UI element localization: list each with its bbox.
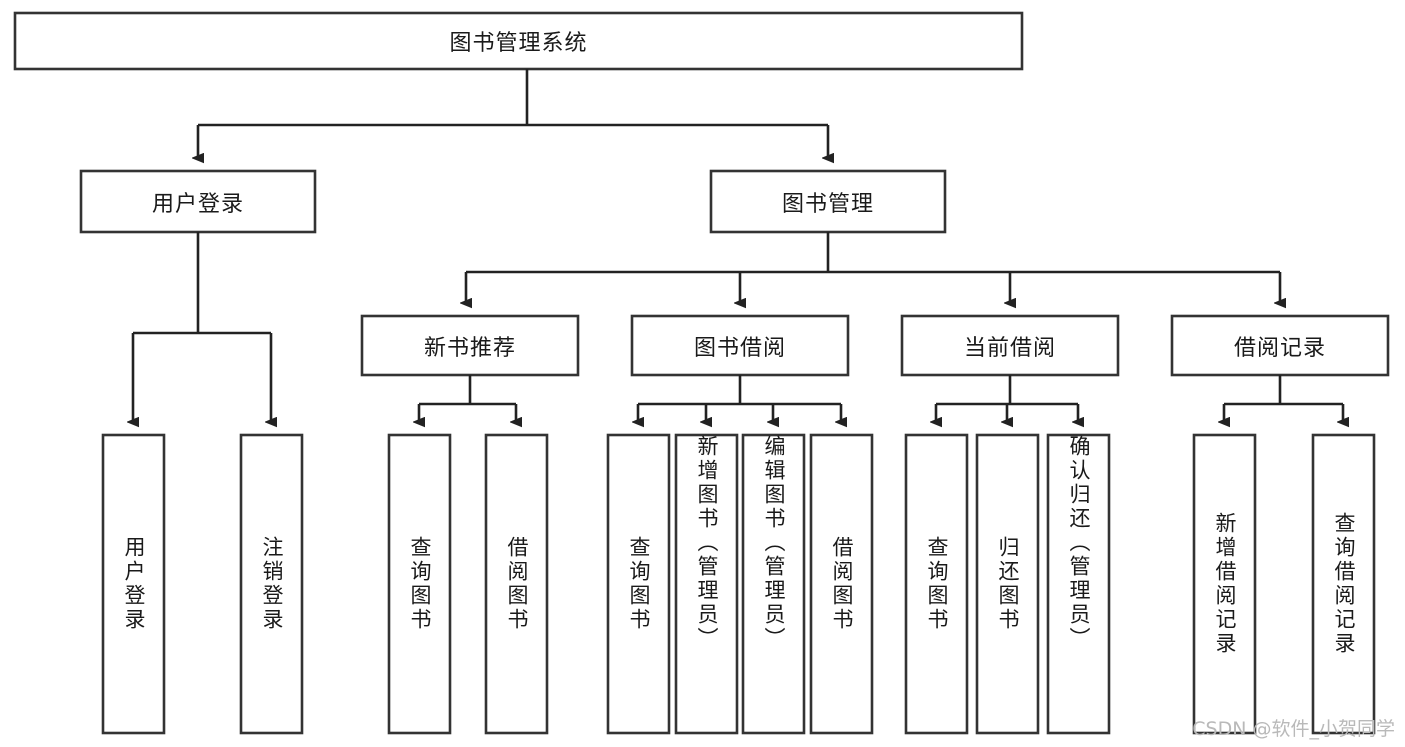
node-box-leaf-4[interactable]: [484, 433, 549, 735]
node-box-current[interactable]: [900, 314, 1120, 377]
node-box-leaf-2[interactable]: [239, 433, 304, 735]
node-box-leaf-6[interactable]: [674, 433, 739, 735]
node-box-leaf-5[interactable]: [606, 433, 671, 735]
node-box-newbook[interactable]: [360, 314, 580, 377]
connector-bookmgmt-to-level3: [466, 232, 1280, 303]
node-box-leaf-7[interactable]: [741, 433, 806, 735]
node-box-leaf-8[interactable]: [809, 433, 874, 735]
connector-current-to-leaves: [936, 375, 1078, 422]
node-box-leaf-11[interactable]: [1046, 433, 1111, 735]
connector-borrow-to-leaves: [638, 375, 841, 422]
node-box-bookmgmt[interactable]: [709, 169, 947, 234]
connector-login-to-leaves: [133, 232, 271, 422]
connector-newbook-to-leaves: [419, 375, 516, 422]
node-box-leaf-3[interactable]: [387, 433, 452, 735]
node-box-leaf-12[interactable]: [1192, 433, 1257, 735]
node-box-leaf-10[interactable]: [975, 433, 1040, 735]
node-box-leaf-9[interactable]: [904, 433, 969, 735]
connector-root-to-level2: [198, 69, 828, 158]
connector-records-to-leaves: [1224, 375, 1343, 422]
node-box-login[interactable]: [79, 169, 317, 234]
node-box-leaf-1[interactable]: [101, 433, 166, 735]
node-box-leaf-13[interactable]: [1311, 433, 1376, 735]
node-box-borrow[interactable]: [630, 314, 850, 377]
node-box-root[interactable]: [13, 11, 1024, 71]
node-box-records[interactable]: [1170, 314, 1390, 377]
